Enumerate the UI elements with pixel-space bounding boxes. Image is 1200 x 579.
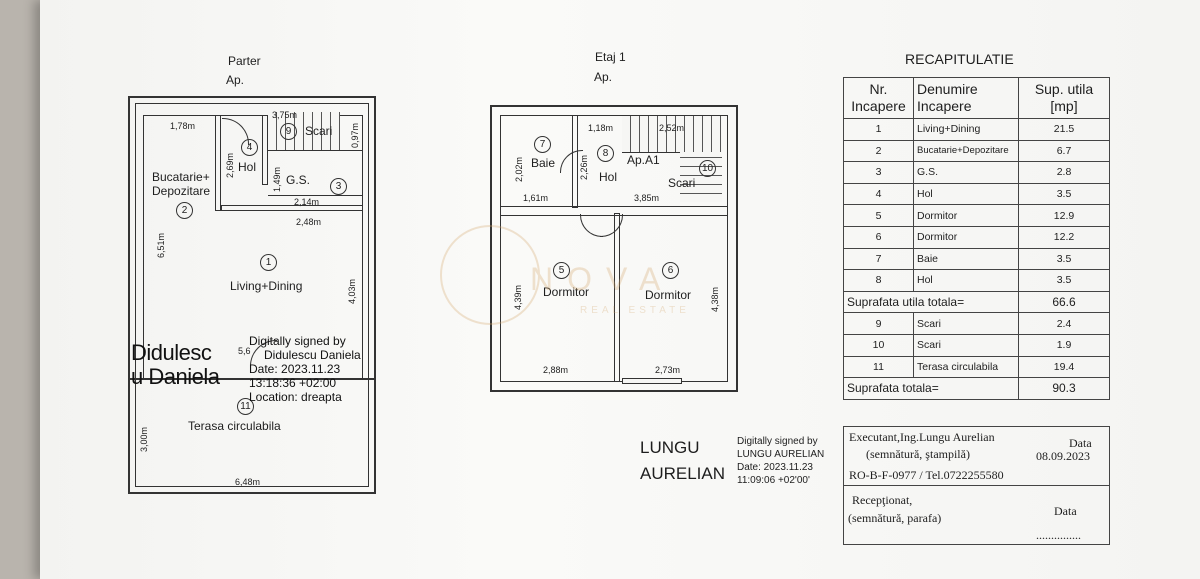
dim-label: 4,38m bbox=[710, 286, 720, 312]
executant-sub: (semnătură, ştampilă) bbox=[866, 447, 970, 461]
receptionat-label: Recepţionat, bbox=[852, 493, 913, 507]
dim-label: 1,78m bbox=[170, 121, 196, 131]
dim-label: 2,26m bbox=[579, 154, 589, 180]
room-number-5: 5 bbox=[553, 262, 570, 279]
dim-label: 1,18m bbox=[588, 123, 614, 133]
room-number-10: 10 bbox=[699, 160, 716, 177]
dim-label: 5,6 bbox=[238, 346, 251, 356]
executant-box: Executant,Ing.Lungu Aurelian (semnătură,… bbox=[843, 426, 1110, 486]
room-label-hol: Hol bbox=[599, 170, 618, 184]
room-number-6: 6 bbox=[662, 262, 679, 279]
first-floor-title: Etaj 1 bbox=[595, 50, 626, 64]
apt-label-a1: Ap.A1 bbox=[627, 153, 660, 167]
dim-label: 1,49m bbox=[272, 166, 282, 192]
dim-label: 2,48m bbox=[296, 217, 322, 227]
executant-code: RO-B-F-0977 / Tel.0722255580 bbox=[849, 468, 1004, 482]
room-label-living: Living+Dining bbox=[230, 279, 303, 293]
ground-floor-title: Parter bbox=[228, 54, 261, 68]
sig-line: Didulescu Daniela bbox=[264, 348, 361, 362]
room-number-9: 9 bbox=[280, 123, 297, 140]
dim-label: 6,48m bbox=[235, 477, 261, 487]
dim-label: 2,69m bbox=[225, 152, 235, 178]
room-number-2: 2 bbox=[176, 202, 193, 219]
sig-line: 13:18:36 +02:00 bbox=[249, 376, 337, 390]
dim-label: 3,75m bbox=[272, 110, 298, 120]
header-denumire: Denumire Incapere bbox=[913, 77, 1019, 119]
dim-label: 3,85m bbox=[634, 193, 660, 203]
room-number-7: 7 bbox=[534, 136, 551, 153]
dim-label: 3,00m bbox=[139, 426, 149, 452]
room-label-terasa: Terasa circulabila bbox=[188, 419, 281, 433]
dim-label: 6,51m bbox=[156, 232, 166, 258]
room-label-baie: Baie bbox=[531, 156, 556, 170]
total-row: Suprafata totala=90.3 bbox=[843, 377, 1110, 400]
dim-label: 4,03m bbox=[347, 278, 357, 304]
receptionat-sub: (semnătură, parafa) bbox=[848, 511, 942, 525]
dim-label: 0,97m bbox=[350, 122, 360, 148]
data-value: 08.09.2023 bbox=[1036, 449, 1090, 463]
data-label: Data bbox=[1069, 436, 1092, 450]
dim-label: 2,52m bbox=[659, 123, 685, 133]
room-label-bucatarie: Bucatarie+ Depozitare bbox=[152, 170, 211, 198]
recap-table: Nr. Incapere Denumire Incapere Sup. util… bbox=[843, 77, 1110, 400]
room-label-dormitor-6: Dormitor bbox=[645, 288, 692, 302]
sig-line: Location: dreapta bbox=[249, 390, 342, 404]
recap-title: RECAPITULATIE bbox=[905, 51, 1014, 67]
sig-line: Digitally signed by bbox=[249, 334, 346, 348]
subtotal-row: Suprafata utila totala=66.6 bbox=[843, 290, 1110, 314]
room-label-scari: Scari bbox=[305, 124, 333, 138]
header-nr: Nr. Incapere bbox=[843, 77, 914, 119]
sig-line: Date: 2023.11.23 bbox=[249, 362, 341, 376]
ground-floor-apt: Ap. bbox=[226, 73, 245, 87]
room-label-gs: G.S. bbox=[286, 173, 311, 187]
room-number-1: 1 bbox=[260, 254, 277, 271]
room-label-hol: Hol bbox=[238, 160, 257, 174]
dim-label: 1,61m bbox=[523, 193, 549, 203]
dim-label: 2,73m bbox=[655, 365, 681, 375]
room-number-4: 4 bbox=[241, 139, 258, 156]
room-label-scari: Scari bbox=[668, 176, 696, 190]
dim-label: 2,14m bbox=[294, 197, 320, 207]
receptionat-box: Recepţionat, (semnătură, parafa) Data ..… bbox=[843, 485, 1110, 545]
executant-label: Executant,Ing.Lungu Aurelian bbox=[849, 430, 995, 444]
header-sup: Sup. utila [mp] bbox=[1018, 77, 1110, 119]
first-floor-apt: Ap. bbox=[594, 70, 613, 84]
room-label-dormitor-5: Dormitor bbox=[543, 285, 590, 299]
room-number-3: 3 bbox=[330, 178, 347, 195]
data-label-2: Data bbox=[1054, 504, 1077, 518]
room-number-8: 8 bbox=[597, 145, 614, 162]
dim-label: 2,88m bbox=[543, 365, 569, 375]
data-dots: ............... bbox=[1036, 528, 1081, 542]
dim-label: 2,02m bbox=[514, 156, 524, 182]
room-number-11: 11 bbox=[237, 398, 254, 415]
